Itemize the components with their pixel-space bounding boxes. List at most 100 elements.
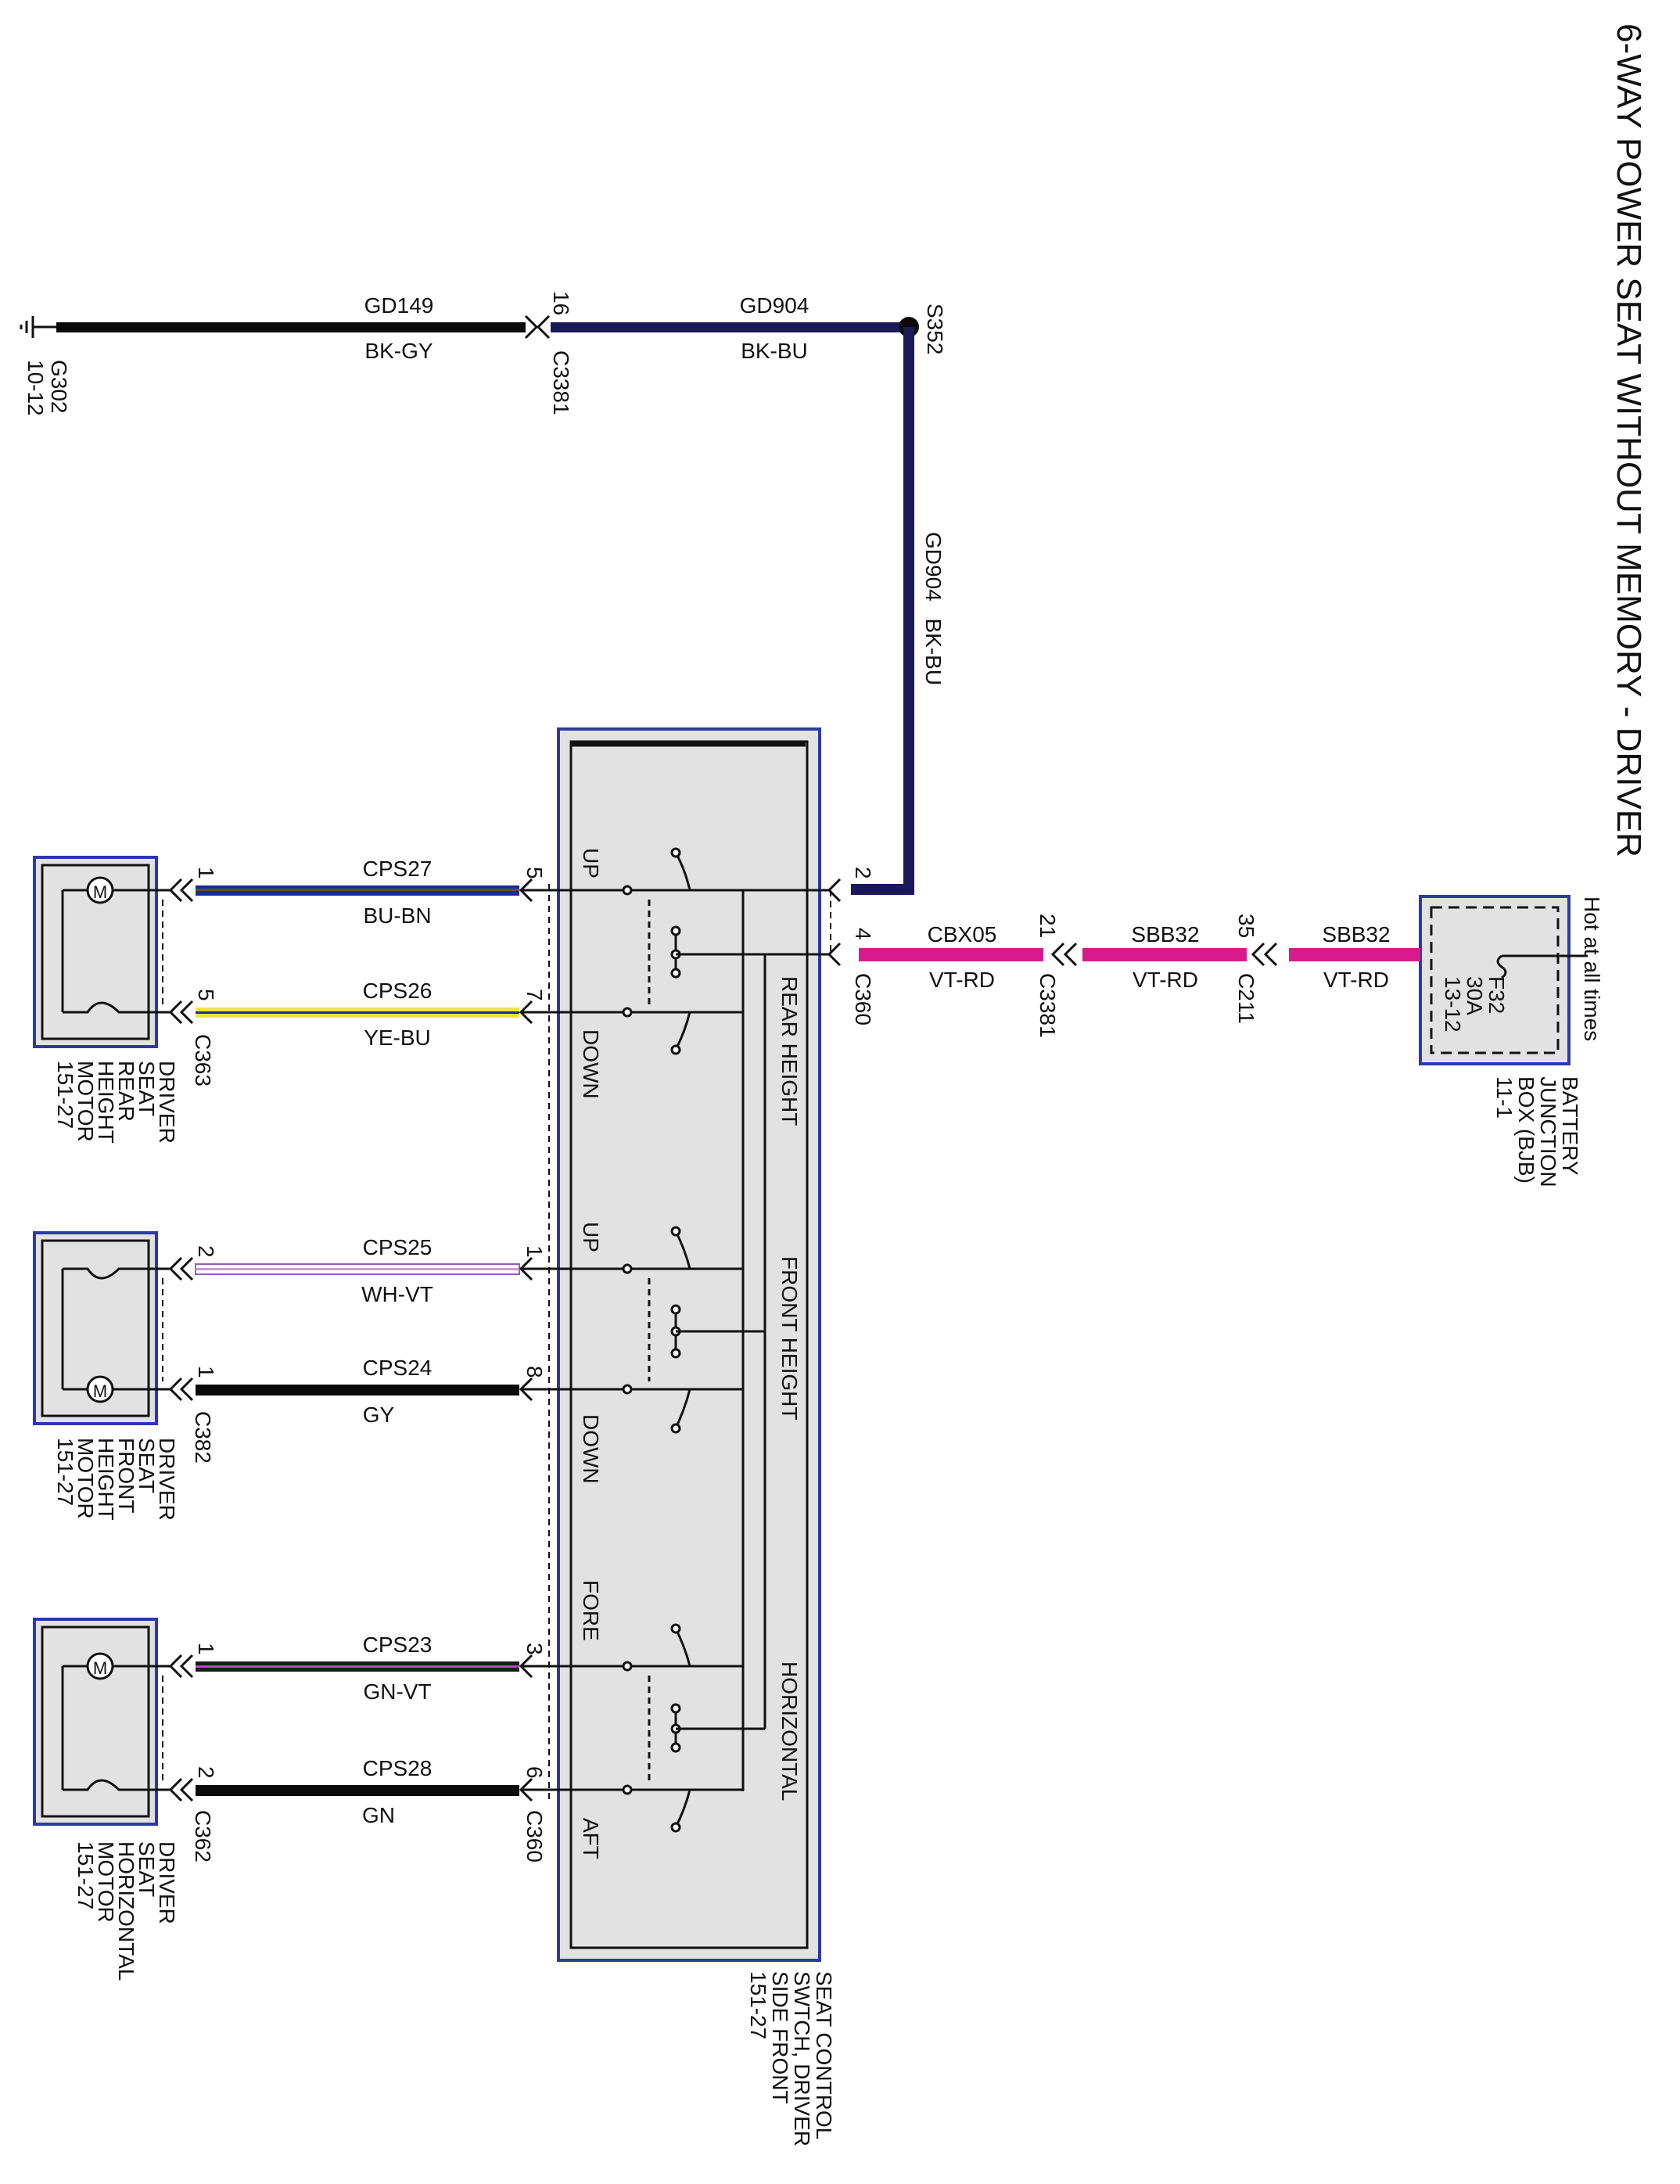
wire-cps27-switch-pin: 5 (522, 867, 547, 879)
wire-cps23-circuit: CPS23 (363, 1633, 433, 1657)
svg-text:M: M (93, 1658, 107, 1678)
motor-front-connector: C382 (191, 1411, 215, 1464)
bjb-name-3: BOX (BJB) (1514, 1076, 1538, 1184)
c211-name: C211 (1234, 973, 1258, 1024)
wire-sbb32-right-circuit: SBB32 (1322, 922, 1390, 947)
wire-cps27-motor-pin: 1 (194, 867, 218, 879)
wire-cps23-switch-pin: 3 (522, 1643, 547, 1655)
wire-cps25-circuit: CPS25 (363, 1235, 433, 1259)
seat-switch-inner (569, 740, 809, 1949)
wire-cbx05-circuit: CBX05 (928, 922, 997, 947)
bjb-name-4: 11-1 (1492, 1076, 1517, 1119)
wire-gd149-circuit: GD149 (364, 293, 434, 318)
wire-cps27-stripe (196, 889, 519, 891)
switch-section-horizontal: HORIZONTAL (777, 1661, 802, 1801)
motor-front-name-5: MOTOR (74, 1438, 98, 1519)
motor-rear-name-5: MOTOR (74, 1061, 98, 1142)
wire-gd149-color: BK-GY (364, 339, 433, 363)
wire-sbb32-middle-color: VT-RD (1133, 968, 1198, 992)
c3381-ground-pin: 16 (549, 291, 573, 315)
motor-front-name-6: 151-27 (53, 1438, 77, 1506)
seat-switch-name-3: SIDE FRONT (768, 1971, 792, 2104)
wire-gd149 (56, 322, 526, 332)
motor-front-name-1: DRIVER (155, 1438, 179, 1521)
switch-dir-front-down: DOWN (579, 1414, 603, 1484)
switch-section-front-height: FRONT HEIGHT (777, 1256, 802, 1420)
motor-front-name-3: FRONT (114, 1438, 138, 1513)
wire-cps28-color: GN (362, 1803, 395, 1827)
motor-rear-name-1: DRIVER (155, 1061, 179, 1144)
motor-horizontal-name-4: MOTOR (94, 1841, 118, 1923)
wire-cbx05 (859, 948, 1043, 961)
wire-sbb32-right (1289, 948, 1420, 961)
wire-cps25-switch-pin: 1 (522, 1245, 547, 1258)
wire-cps24-switch-pin: 8 (522, 1366, 547, 1378)
c360-pin4: 4 (851, 928, 875, 940)
c360-name: C360 (851, 973, 875, 1026)
switch-dir-front-up: UP (579, 1222, 603, 1252)
wire-cps27-circuit: CPS27 (363, 857, 433, 881)
wire-gd904-vertical-circuit: GD904 (921, 532, 946, 602)
fuse-icon (1496, 954, 1507, 979)
seat-switch-name-4: 151-27 (746, 1971, 770, 2039)
wire-cps24-motor-pin: 1 (194, 1366, 218, 1378)
switch-dir-rear-up: UP (579, 848, 603, 878)
wire-cps25-motor-pin: 2 (194, 1245, 218, 1258)
wire-gd904-vertical-color: BK-BU (921, 619, 946, 686)
motor-horizontal-name-1: DRIVER (155, 1841, 179, 1924)
bjb-fuse-box (1430, 906, 1560, 1054)
wire-cps26-motor-pin: 5 (194, 989, 218, 1001)
motor-horizontal-name-3: HORIZONTAL (114, 1841, 138, 1981)
connector-c3381-power (1050, 942, 1078, 967)
seat-switch-name-2: SWTCH, DRIVER (790, 1971, 814, 2146)
motor-rear-name-3: REAR (114, 1061, 138, 1122)
c211-pin: 35 (1234, 914, 1258, 938)
motor-horizontal-connector: C362 (191, 1810, 215, 1863)
motor-rear-connector: C363 (191, 1034, 215, 1087)
wire-gd904-color: BK-BU (741, 339, 808, 363)
wire-cps25-stripe (196, 1268, 519, 1270)
switch-contacts (522, 847, 765, 1833)
diagram-title: 6-WAY POWER SEAT WITHOUT MEMORY - DRIVER (1610, 23, 1648, 857)
wire-cps24-color: GY (363, 1403, 395, 1427)
wire-cps26-color: YE-BU (364, 1026, 431, 1050)
wire-cps24-circuit: CPS24 (363, 1356, 433, 1380)
wire-cps28-switch-pin: 6 (522, 1766, 547, 1779)
c360-pin2: 2 (851, 867, 875, 879)
wire-gd904-vertical-label: GD904 BK-BU (921, 532, 946, 685)
c3381-power-name: C3381 (1036, 973, 1060, 1038)
motor-rear-name-6: 151-27 (53, 1061, 77, 1129)
wire-cps27-color: BU-BN (363, 903, 431, 928)
bjb-name-1: BATTERY (1558, 1076, 1582, 1176)
c360-bottom-name: C360 (522, 1810, 547, 1863)
wire-cps28-circuit: CPS28 (363, 1756, 433, 1780)
splice-s352-name: S352 (923, 304, 947, 354)
hot-at-all-times: Hot at all times (1580, 896, 1604, 1041)
svg-text:M: M (93, 1381, 107, 1401)
switch-dir-rear-down: DOWN (579, 1029, 603, 1099)
c3381-power-pin: 21 (1036, 914, 1060, 938)
wire-gd904-turn (851, 884, 914, 895)
bjb-fuse-number: F32 (1484, 976, 1509, 1014)
motor-rear-height: M (33, 856, 171, 1048)
svg-text:M: M (93, 882, 107, 902)
wire-cps26-stripe (196, 1011, 519, 1014)
bjb-fuse-page: 13-12 (1441, 976, 1465, 1033)
wire-gd904-circuit: GD904 (740, 293, 809, 318)
motor-horizontal-name-2: SEAT (135, 1841, 159, 1897)
connector-c211 (1251, 942, 1278, 967)
wire-cps26-switch-pin: 7 (522, 989, 547, 1001)
motor-horizontal: M (33, 1618, 171, 1826)
wire-gd904-vertical (903, 327, 914, 894)
wire-cbx05-color: VT-RD (929, 968, 995, 992)
wire-cps23-color: GN-VT (363, 1679, 431, 1704)
bjb-fuse-rating: 30A (1463, 976, 1487, 1015)
ground-symbol (20, 316, 56, 338)
motor-rear-name-4: HEIGHT (94, 1061, 118, 1144)
seat-switch-name-1: SEAT CONTROL (812, 1971, 836, 2139)
c3381-ground-name: C3381 (549, 350, 573, 415)
switch-section-rear-height: REAR HEIGHT (777, 976, 802, 1126)
bjb-name-2: JUNCTION (1536, 1076, 1560, 1187)
wire-cps23-stripe (196, 1665, 519, 1668)
wire-cps23-motor-pin: 1 (194, 1643, 218, 1655)
